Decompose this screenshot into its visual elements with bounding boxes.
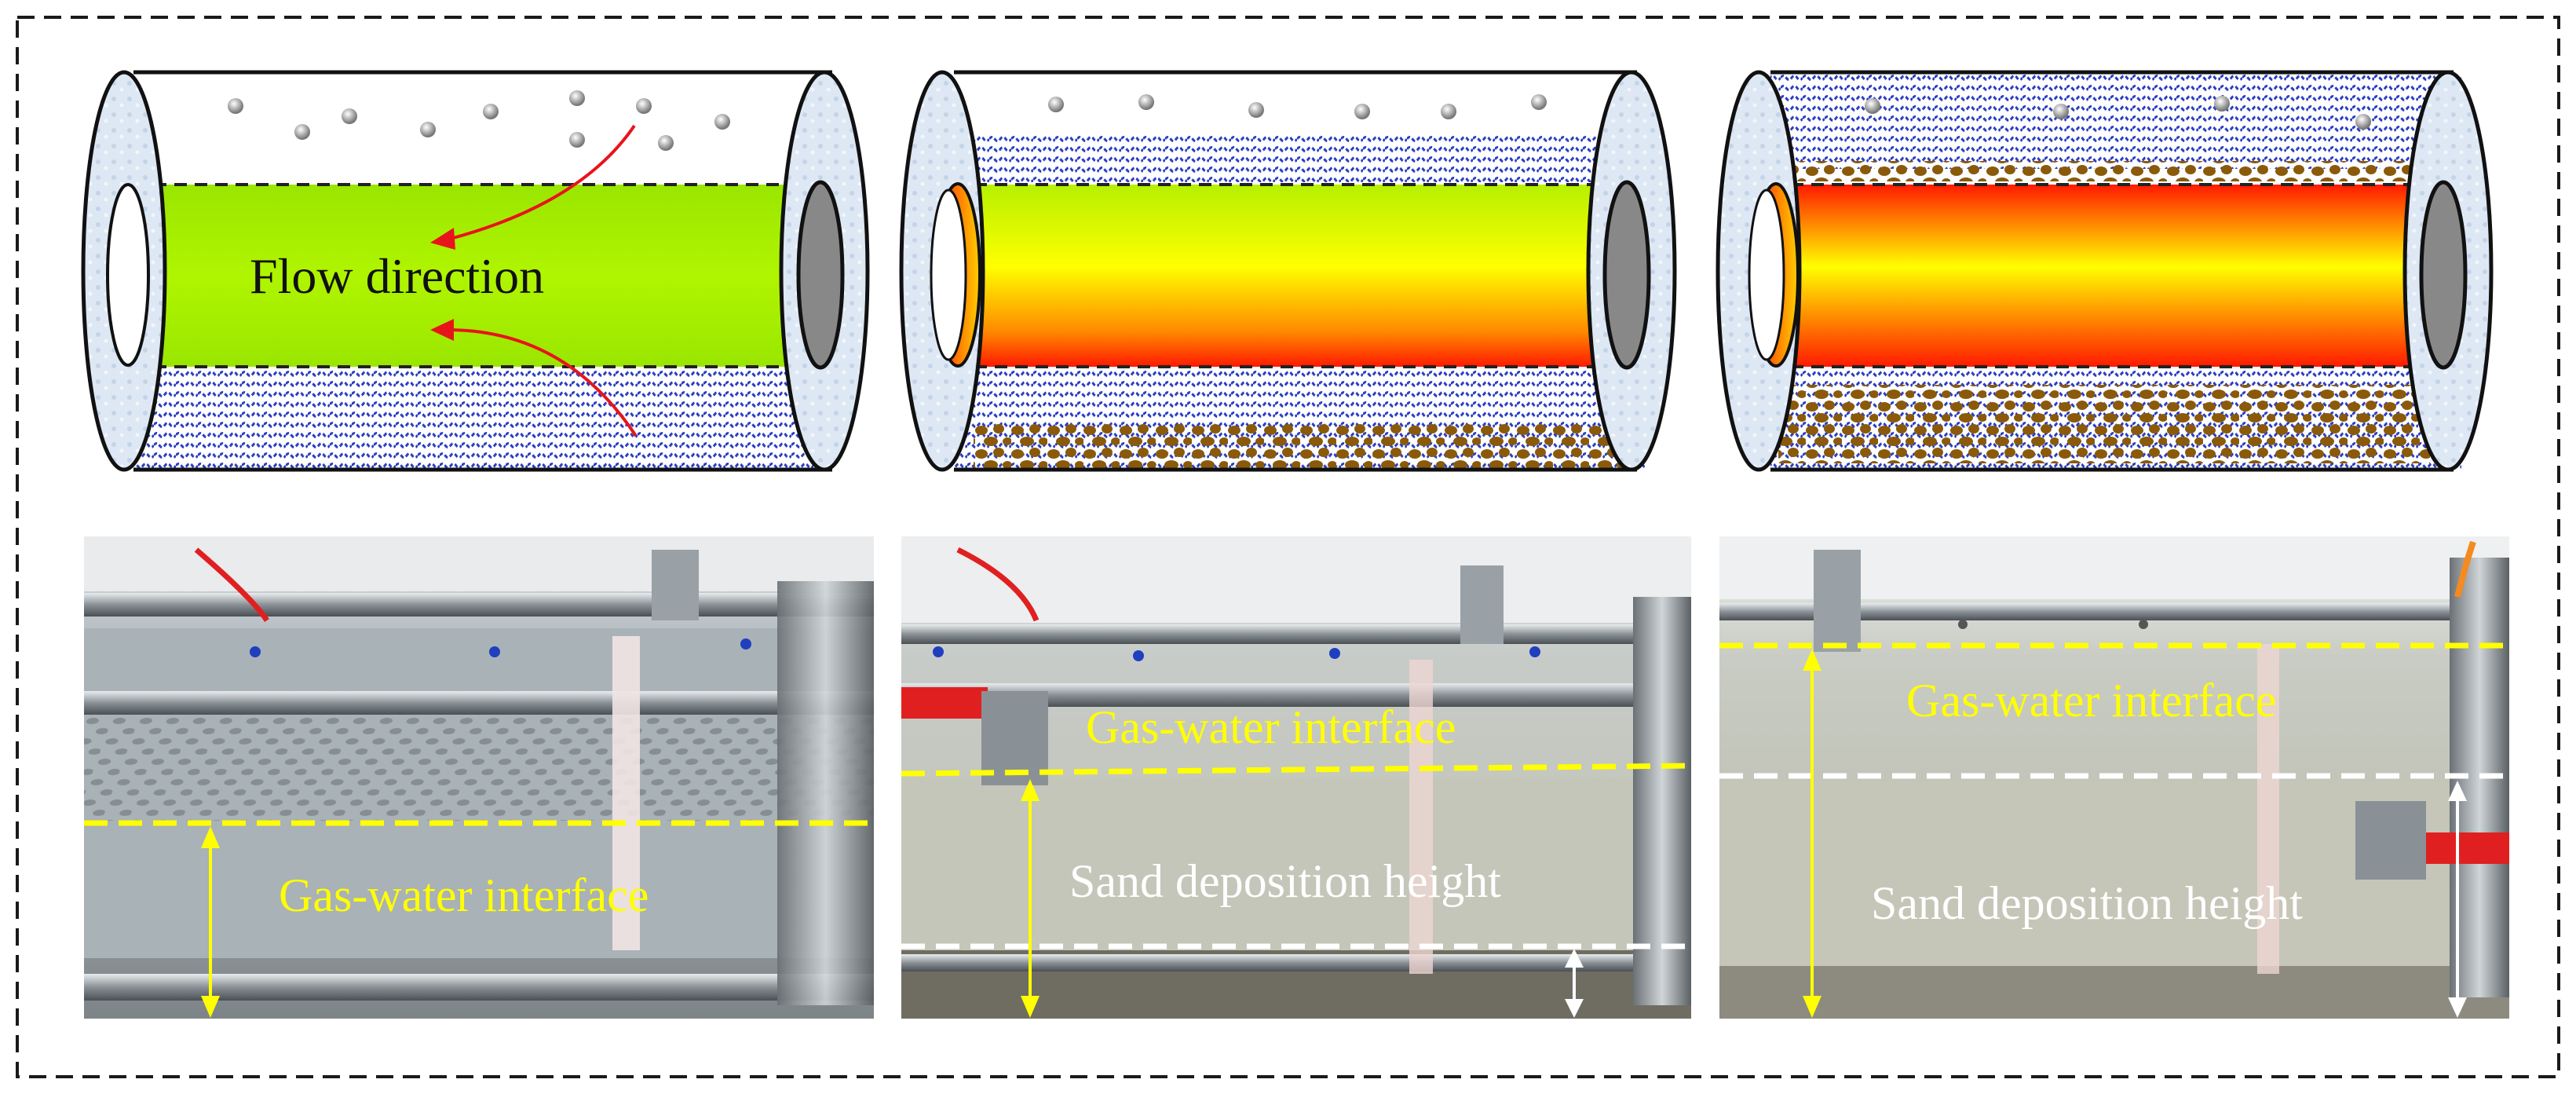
photo-3-gas-water-label: Gas-water interface <box>1906 675 2276 726</box>
photo-1: Gas-water interface <box>84 536 874 1019</box>
photo-2-gas-water-label: Gas-water interface <box>1086 701 1456 753</box>
fluid-band-yellow-red <box>954 185 1598 367</box>
outer-frame <box>16 16 2560 1078</box>
fluid-band-green <box>133 185 793 367</box>
fluid-band-red <box>1770 185 2414 367</box>
schematic-cylinder-3 <box>1716 70 2494 472</box>
photo-3-sand-height-label: Sand deposition height <box>1871 877 2303 929</box>
schematic-cylinder-1: Flow direction <box>81 70 870 472</box>
flow-direction-label: Flow direction <box>250 248 544 304</box>
gas-bubbles <box>1865 96 2371 130</box>
gas-bubbles <box>1048 94 1547 119</box>
photo-2-sand-height-label: Sand deposition height <box>1069 855 1501 907</box>
photo-3: Gas-water interface Sand deposition heig… <box>1719 536 2509 1019</box>
photo-1-gas-water-label: Gas-water interface <box>279 869 649 921</box>
sand-layer-3-top <box>1782 161 2426 181</box>
gas-bubbles <box>228 90 730 151</box>
schematic-cylinder-2 <box>899 70 1677 472</box>
flow-arrows <box>430 124 638 437</box>
photo-2: Gas-water interface Sand deposition heig… <box>901 536 1691 1019</box>
sand-layer-3-bottom <box>1778 385 2430 463</box>
sand-layer-2 <box>974 424 1641 468</box>
